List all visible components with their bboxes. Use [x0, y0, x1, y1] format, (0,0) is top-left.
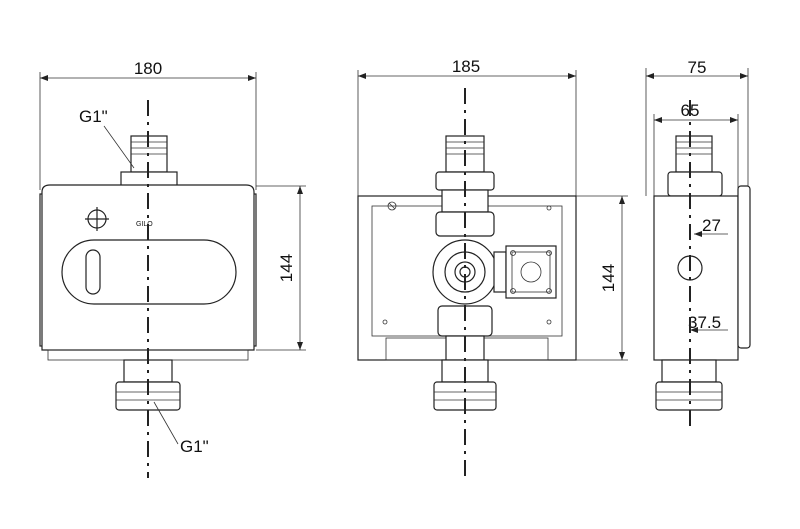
front-height-label: 144 [277, 254, 296, 282]
side-offset-upper-label: 27 [702, 216, 721, 235]
front-view: 180 GILO G1" G1" 144 [39, 59, 306, 478]
thread-label-bottom: G1" [180, 437, 209, 456]
side-width-outer-label: 75 [688, 58, 707, 77]
middle-height-label: 144 [599, 264, 618, 292]
brand-label: GILO [136, 221, 153, 228]
internal-view: 185 [357, 57, 628, 478]
middle-width-label: 185 [452, 57, 480, 76]
side-offset-lower-label: 37.5 [688, 313, 721, 332]
thread-label-top: G1" [79, 107, 108, 126]
side-view: 75 65 27 37.5 [645, 58, 751, 428]
front-width-label: 180 [134, 59, 162, 78]
